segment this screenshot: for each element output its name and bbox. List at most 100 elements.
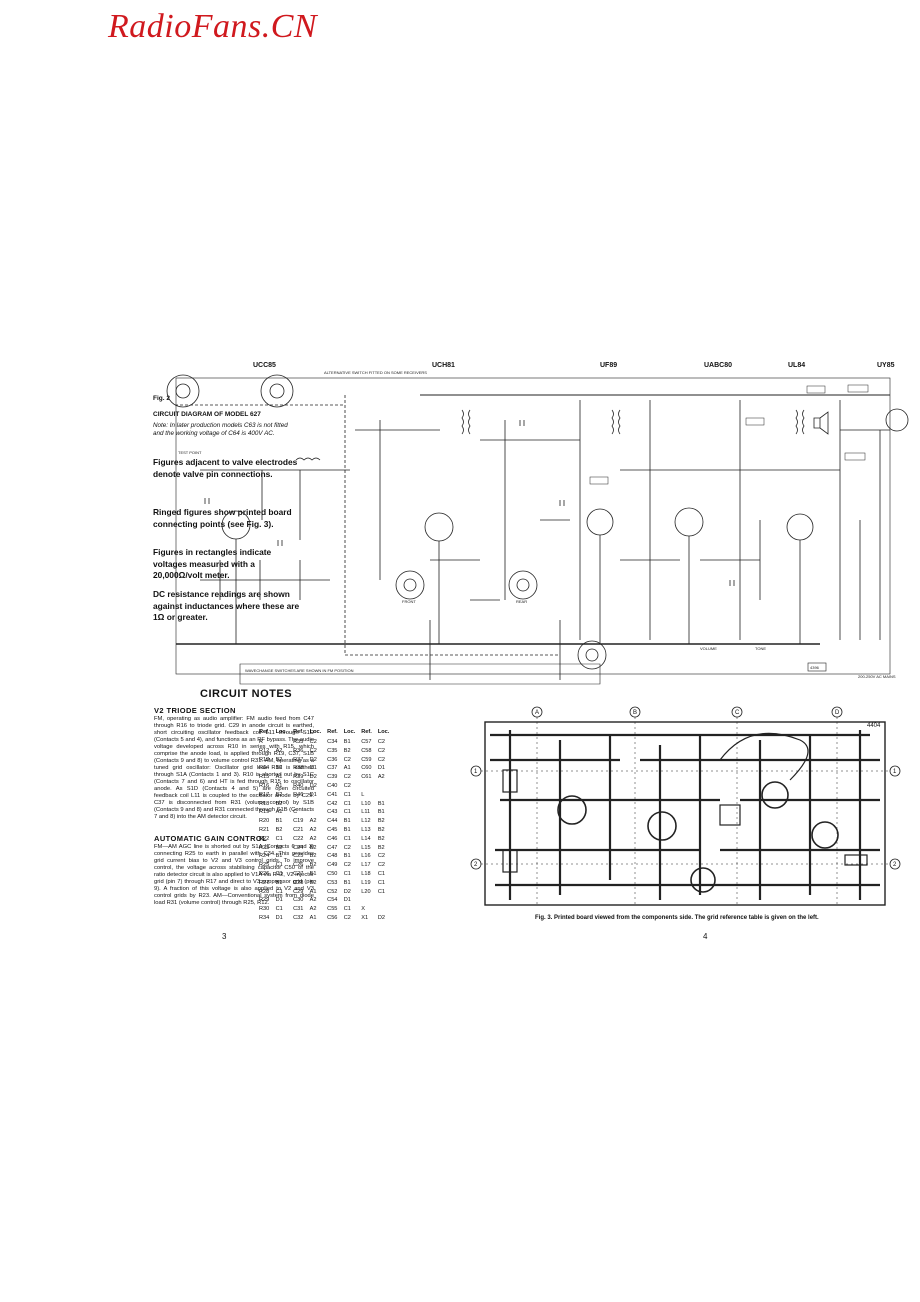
figure-3-caption: Fig. 3. Printed board viewed from the co…	[535, 915, 819, 921]
table-cell: R22	[259, 835, 270, 842]
table-cell: C2	[309, 747, 317, 754]
table-cell: C2	[377, 853, 385, 860]
table-cell: R25	[259, 862, 270, 869]
circuit-notes-heading: CIRCUIT NOTES	[200, 688, 293, 700]
table-cell: A1	[309, 914, 317, 921]
table-cell: B1	[377, 809, 385, 816]
table-cell: B2	[343, 747, 351, 754]
table-cell: C2	[343, 914, 351, 921]
table-cell: C1	[275, 888, 283, 895]
table-cell: C61	[361, 774, 372, 781]
side-note-ringed-figures: Ringed figures show printed board connec…	[153, 507, 292, 529]
page-number-left: 3	[222, 932, 227, 941]
table-cell: C2	[309, 739, 317, 745]
valve-label-uabc80: UABC80	[704, 362, 733, 369]
table-cell: R21	[259, 826, 270, 833]
table-cell: C35	[327, 747, 338, 754]
grid-col-a-label: A	[535, 710, 539, 716]
table-cell: R13	[259, 756, 270, 763]
table-cell: X1	[361, 914, 369, 921]
test-point-label: TEST POINT	[178, 450, 202, 455]
table-cell: A2	[377, 774, 385, 781]
table-cell: B1	[343, 879, 351, 886]
table-cell: C2	[343, 844, 351, 851]
table-cell: C1	[275, 870, 283, 877]
table-cell: L	[361, 791, 365, 798]
table-cell: C29	[293, 888, 304, 895]
table-cell: C1	[377, 870, 385, 877]
table-cell: B1	[343, 853, 351, 860]
table-cell: B1	[377, 800, 385, 807]
table-cell: C2	[377, 739, 385, 745]
table-cell: L17	[361, 862, 371, 869]
table-cell: C57	[361, 739, 372, 745]
side-note-dc-resistance: DC resistance readings are shown against…	[153, 589, 300, 622]
table-cell: D2	[343, 888, 351, 895]
v2-triode-text: FM, operating as audio amplifier: FM aud…	[154, 716, 314, 820]
table-cell: R26	[259, 870, 270, 877]
table-cell: C2	[343, 774, 351, 781]
table-cell: A2	[309, 826, 317, 833]
table-cell: A1	[309, 888, 317, 895]
table-cell: R37	[293, 756, 304, 763]
alt-switch-note: ALTERNATIVE SWITCH FITTED ON SOME RECEIV…	[324, 370, 427, 375]
table-cell: R14	[259, 765, 270, 772]
grid-row-1-label: 1	[474, 769, 478, 775]
table-cell: L19	[361, 879, 371, 886]
table-cell: C24	[293, 844, 304, 851]
table-cell: B2	[377, 835, 385, 842]
table-cell: D1	[377, 765, 385, 772]
table-cell: B1	[309, 870, 317, 877]
table-cell: R15	[259, 774, 270, 781]
table-cell: C50	[327, 870, 338, 877]
table-cell: C48	[327, 853, 338, 860]
page-number-right: 4	[703, 932, 708, 941]
table-header-cell: Ref.	[259, 729, 270, 735]
table-cell: C58	[361, 747, 372, 754]
valve-label-uch81: UCH81	[432, 362, 455, 369]
grid-row-2-label: 2	[474, 862, 478, 868]
table-cell: C30	[293, 897, 304, 904]
table-cell: L18	[361, 870, 371, 877]
table-cell: C1	[343, 791, 351, 798]
table-header-row: Ref.Loc.Ref.Loc.Ref.Loc.Ref.Loc.	[256, 729, 392, 738]
table-cell: C31	[293, 906, 304, 913]
table-cell: B2	[377, 844, 385, 851]
table-cell: L12	[361, 818, 371, 825]
table-cell: B1	[343, 818, 351, 825]
table-cell: D1	[275, 914, 283, 921]
valve-label-uy85: UY85	[877, 362, 895, 369]
table-cell: C47	[327, 844, 338, 851]
table-header-cell: Loc.	[275, 729, 288, 735]
table-cell: A1	[275, 809, 283, 816]
agc-text: FM—AM AGC line is shorted out by S1A (Co…	[154, 844, 314, 906]
table-cell: A1	[343, 765, 351, 772]
table-cell: L10	[361, 800, 371, 807]
table-cell: C1	[343, 906, 351, 913]
table-cell: C2	[377, 862, 385, 869]
table-cell: B1	[275, 853, 283, 860]
table-cell: D2	[309, 782, 317, 789]
table-cell: B2	[275, 765, 283, 772]
table-cell: C45	[327, 826, 338, 833]
table-cell: R38	[293, 765, 304, 772]
table-cell: C2	[343, 862, 351, 869]
table-cell: C28	[293, 879, 304, 886]
table-cell: C59	[361, 756, 372, 763]
table-cell: C55	[327, 906, 338, 913]
table-header-cell: Ref.	[327, 729, 338, 735]
side-note-pin-connections: Figures adjacent to valve electrodes den…	[153, 457, 298, 479]
table-cell: B1	[343, 739, 351, 745]
code-box-label: 4396	[810, 665, 820, 670]
